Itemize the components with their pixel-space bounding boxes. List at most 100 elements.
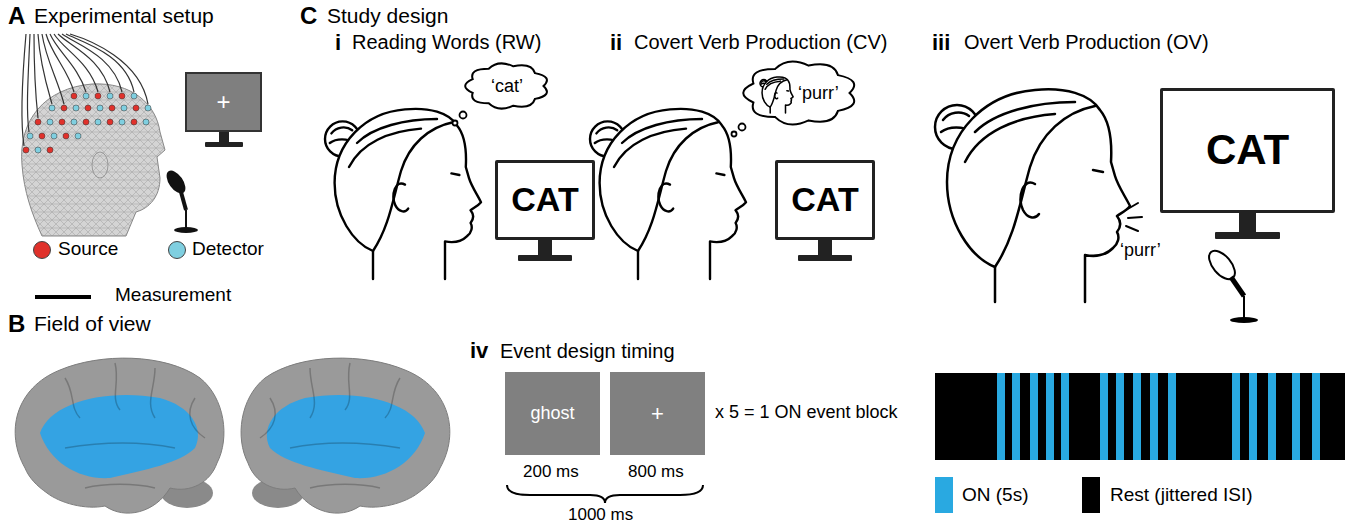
subpanel-title: Reading Words (RW)	[352, 31, 541, 54]
mic-head	[163, 167, 189, 196]
node-text-group: +	[216, 88, 230, 116]
node-text-group: ‘purr’	[798, 83, 839, 104]
on-bar	[1292, 373, 1300, 460]
subpanel-numeral: i	[335, 30, 341, 55]
on-bar	[1100, 373, 1108, 460]
brain-right	[241, 358, 450, 513]
panel-title: Study design	[327, 4, 448, 28]
on-bar	[1030, 373, 1038, 460]
subpanel-title: Event design timing	[500, 340, 675, 363]
sulci	[65, 363, 205, 488]
sulci	[260, 363, 400, 488]
monitor-screen: CAT	[1160, 88, 1335, 213]
node-text: CAT	[511, 180, 578, 219]
legend-text: Source	[58, 238, 118, 260]
subpanel-numeral: iv	[470, 338, 488, 363]
legend-text: Detector	[192, 238, 264, 260]
legend-text: Rest (jittered ISI)	[1110, 484, 1253, 506]
on-bar	[1061, 373, 1069, 460]
thought-bubble: ‘purr’	[740, 58, 860, 128]
on-bar	[1168, 373, 1176, 460]
participant-head	[935, 89, 1130, 302]
subpanel-title: Covert Verb Production (CV)	[634, 31, 887, 54]
stimulus-frame: ghost	[505, 372, 600, 455]
mic-handle	[1231, 277, 1244, 296]
stand-neck	[219, 132, 229, 142]
on-bar	[1116, 373, 1124, 460]
rest-timeline	[935, 373, 1345, 460]
panel-letter: C	[300, 2, 317, 30]
subpanel-numeral: ii	[610, 30, 622, 55]
node-text: ‘cat’	[491, 76, 523, 97]
legend-line-sample	[35, 295, 91, 299]
cortex	[241, 358, 450, 513]
participant-head	[325, 109, 481, 279]
stand-neck	[1239, 213, 1256, 232]
node-text-group: CAT	[1206, 126, 1289, 174]
trail-dot	[460, 112, 467, 119]
node-text: +	[216, 88, 230, 116]
stand-base	[798, 255, 852, 261]
node-text-group: CAT	[511, 180, 578, 219]
cortex	[15, 358, 224, 513]
spoken-word: ‘purr’	[1120, 240, 1161, 261]
trail-dot	[732, 132, 737, 137]
block-note: x 5 = 1 ON event block	[715, 402, 898, 423]
duration-label: 800 ms	[628, 462, 684, 482]
brain-left	[15, 358, 224, 513]
subpanel-title: Overt Verb Production (OV)	[964, 31, 1209, 54]
trail-dot	[453, 121, 458, 126]
monitor-screen: CAT	[495, 160, 595, 240]
stand-neck	[818, 240, 832, 255]
legend-text: ON (5s)	[962, 484, 1029, 506]
participant-head	[590, 109, 746, 279]
imagined-head	[760, 77, 793, 113]
panel-letter: B	[8, 310, 25, 338]
cloud-shape	[465, 63, 547, 108]
fixation-frame: +	[610, 372, 705, 455]
speech-lines	[1126, 203, 1142, 231]
on-bar	[1232, 373, 1240, 460]
mic-stand	[185, 210, 187, 228]
on-bar	[1249, 373, 1257, 460]
mic-stand	[1243, 296, 1245, 318]
on-bar	[1312, 373, 1320, 460]
fnirs-cap-head	[22, 34, 165, 236]
panel-title: Field of view	[34, 312, 151, 336]
detector-dots	[27, 93, 151, 153]
duration-label: 200 ms	[523, 462, 579, 482]
node-text: CAT	[791, 180, 858, 219]
node-text-group: +	[651, 401, 664, 426]
cloud-shape	[743, 62, 854, 125]
duration-label: 1000 ms	[568, 505, 633, 525]
legend-swatch	[935, 477, 953, 513]
optical-fibers	[22, 34, 148, 146]
stand-base	[1215, 232, 1280, 239]
microphone-c	[1204, 246, 1258, 323]
timing-brace	[507, 485, 703, 503]
stand-base	[205, 142, 243, 147]
on-bar	[997, 373, 1005, 460]
mic-base	[174, 227, 198, 233]
stand-neck	[538, 240, 552, 255]
thought-trail	[453, 112, 746, 137]
node-text: +	[651, 401, 664, 426]
monitor-screen: +	[185, 72, 262, 132]
mesh-ear	[92, 152, 108, 178]
on-bar	[1012, 373, 1020, 460]
legend-text: Measurement	[115, 284, 231, 306]
stand-base	[518, 255, 572, 261]
legend-swatch	[33, 241, 51, 259]
microphone-a	[163, 167, 198, 233]
legend-swatch	[168, 241, 186, 259]
on-bar	[1046, 373, 1054, 460]
node-text: ‘purr’	[798, 83, 839, 104]
node-text-group: ‘cat’	[491, 76, 523, 97]
legend-swatch	[1082, 477, 1100, 513]
mic-base	[1230, 317, 1258, 323]
panel-letter: A	[8, 2, 25, 30]
panel-title: Experimental setup	[34, 4, 214, 28]
trail-dot	[739, 124, 746, 131]
mic-handle	[181, 192, 186, 210]
